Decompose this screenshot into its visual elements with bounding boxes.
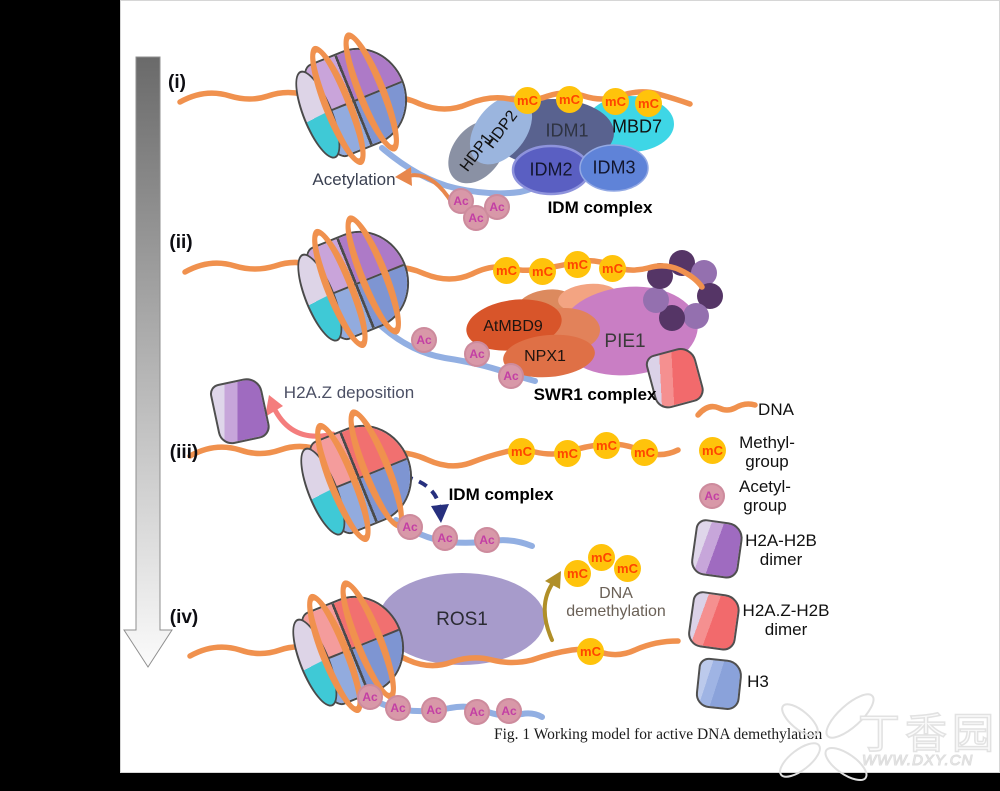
legend-methyl-label: Methyl- group (739, 433, 795, 471)
idm-complex-label-stage3: IDM complex (448, 485, 554, 504)
legend-acetyl-group-icon: Ac (699, 483, 725, 509)
legend-methyl-line1: Methyl- (739, 432, 795, 452)
legend-h2a-h2b-label: H2A-H2B dimer (745, 531, 817, 569)
idm-complex-label: IDM complex (547, 198, 653, 217)
legend-methyl-group-icon: mC (699, 437, 726, 464)
legend-h2az-line1: H2A.Z-H2B (742, 600, 830, 620)
dxy-watermark-url: WWW.DXY.CN (861, 752, 974, 770)
dna-demethylation-line2: demethylation (566, 603, 666, 620)
swr1-complex-label: SWR1 complex (533, 385, 657, 404)
methyl-group-icon: mC (588, 544, 615, 571)
methyl-group-icon: mC (614, 555, 641, 582)
acetyl-group-icon: Ac (484, 194, 510, 220)
h2az-deposition-label: H2A.Z deposition (283, 383, 415, 402)
legend-dna-label: DNA (758, 400, 794, 419)
dxy-watermark-name: 丁香园 (857, 709, 1000, 758)
legend-acetyl-line1: Acetyl- (739, 476, 791, 496)
legend-h2a-line2: dimer (759, 550, 803, 569)
dna-demethylation-line1: DNA (599, 585, 633, 603)
legend-h2az-h2b-label: H2A.Z-H2B dimer (743, 601, 830, 639)
legend-acetyl-label: Acetyl- group (739, 477, 791, 515)
stage-label-iv: (iv) (169, 607, 199, 628)
legend-h2a-line1: H2A-H2B (745, 530, 817, 550)
legend-acetyl-line2: group (743, 496, 787, 515)
legend-methyl-line2: group (745, 452, 789, 471)
methyl-group-icon: mC (564, 560, 591, 587)
acetylation-label: Acetylation (312, 170, 396, 189)
legend-h3-label: H3 (747, 672, 769, 691)
figure-caption: Fig. 1 Working model for active DNA deme… (494, 726, 823, 743)
dna-demethylation-label: DNA demethylation (566, 585, 666, 621)
legend-h2az-line2: dimer (764, 620, 808, 639)
stage-label-ii: (ii) (169, 232, 193, 253)
